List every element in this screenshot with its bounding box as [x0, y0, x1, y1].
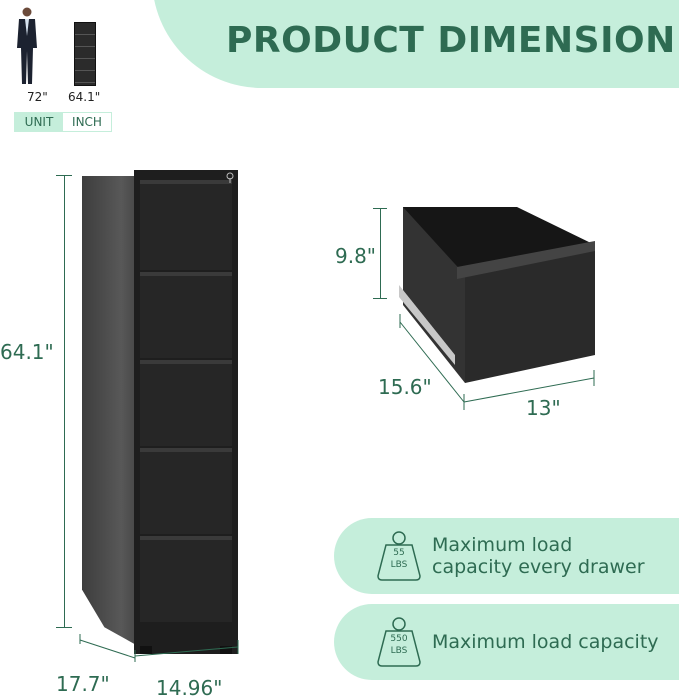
capacity-line-1: Maximum load: [432, 534, 573, 556]
cabinet-drawer: [140, 536, 232, 622]
weight-icon: [377, 617, 421, 667]
cabinet-depth-label: 17.7": [56, 672, 110, 696]
header-background: [152, 0, 679, 88]
drawer-dim-tick: [373, 298, 387, 299]
person-height-label: 72": [27, 90, 48, 104]
weight-icon: [377, 531, 421, 581]
drawer-height-line: [380, 208, 381, 298]
cabinet-drawer: [140, 272, 232, 358]
drawer-image: [399, 207, 595, 383]
drawer-depth-label: 15.6": [378, 375, 432, 399]
cabinet-drawer: [140, 448, 232, 534]
person-icon: [17, 7, 37, 84]
mini-cabinet-icon: [74, 22, 96, 86]
cabinet-height-label: 64.1": [0, 340, 54, 364]
total-capacity-badge: 550 LBS Maximum load capacity: [334, 604, 679, 680]
height-dimension-line-lower: [64, 528, 65, 627]
dim-tick-bottom: [56, 627, 72, 628]
unit-indicator: UNIT INCH: [14, 112, 112, 132]
filing-cabinet-image: [82, 170, 242, 660]
cabinet-foot: [140, 646, 152, 654]
cabinet-front: [134, 170, 238, 654]
unit-label: UNIT: [15, 113, 63, 131]
cabinet-drawer: [140, 180, 232, 270]
cabinet-width-label: 14.96": [156, 676, 223, 698]
cabinet-height-mini-label: 64.1": [68, 90, 101, 104]
capacity-per-drawer-badge: 55 LBS Maximum load capacity every drawe…: [334, 518, 679, 594]
capacity-line-2: capacity every drawer: [432, 556, 645, 578]
cabinet-drawer: [140, 360, 232, 446]
weight-value: 550: [390, 634, 408, 644]
drawer-height-label: 9.8": [335, 244, 377, 268]
lock-icon: [226, 172, 234, 183]
page-title: PRODUCT DIMENSION: [226, 20, 676, 61]
cabinet-foot: [220, 646, 232, 654]
capacity-line-1: Maximum load capacity: [432, 631, 659, 653]
weight-value: 55: [393, 548, 405, 558]
cabinet-side: [82, 176, 138, 646]
height-dimension-line: [64, 175, 65, 528]
weight-unit: LBS: [390, 646, 408, 656]
base-dimension-lines: [79, 634, 239, 662]
unit-value: INCH: [63, 113, 111, 131]
weight-unit: LBS: [390, 560, 408, 570]
drawer-width-label: 13": [526, 396, 561, 420]
drawer-base-dimension-lines: [399, 314, 595, 410]
